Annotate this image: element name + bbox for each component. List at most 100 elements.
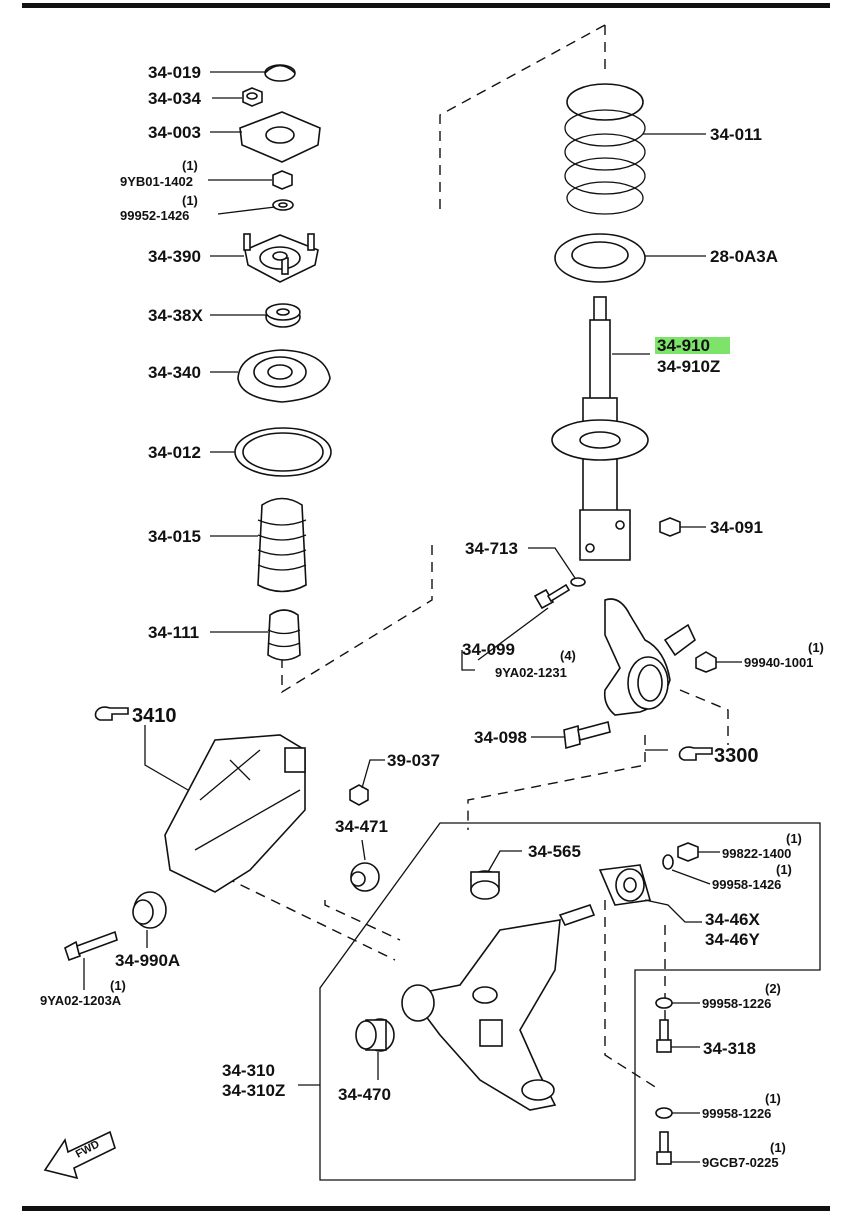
bolt-9ya02-1203	[64, 930, 118, 962]
subframe-3410	[164, 734, 306, 893]
leaders-lower-left	[298, 1052, 379, 1086]
label-34-340[interactable]: 34-340	[148, 363, 201, 382]
label-99952-1426[interactable]: 99952-1426	[120, 208, 189, 223]
boot-34-015	[257, 497, 307, 593]
cap-34-019	[264, 64, 296, 82]
top-border	[22, 3, 830, 8]
plate-34-003	[239, 111, 321, 163]
label-34-111[interactable]: 34-111	[148, 623, 199, 642]
qty-99958-1226-a: (2)	[765, 981, 781, 996]
qty-9ya02-1203: (1)	[110, 978, 126, 993]
bolt-34-318	[656, 1019, 672, 1053]
label-9ya02-1231[interactable]: 9YA02-1231	[495, 665, 567, 680]
label-99958-1226-a[interactable]: 99958-1226	[702, 996, 771, 1011]
label-34-310[interactable]: 34-310	[222, 1061, 275, 1080]
leaders-right-top	[461, 133, 742, 751]
label-9yb01-1402[interactable]: 9YB01-1402	[120, 174, 193, 189]
bushing-34-470	[355, 1018, 395, 1052]
bushing-34-471	[350, 862, 380, 892]
label-99958-1226-b[interactable]: 99958-1226	[702, 1106, 771, 1121]
label-34-091[interactable]: 34-091	[710, 518, 763, 537]
washer-34-713	[570, 577, 586, 587]
bumper-34-111	[267, 609, 301, 661]
label-34-46y[interactable]: 34-46Y	[705, 930, 760, 949]
bolt-34-098	[563, 721, 611, 750]
nut-99940	[695, 651, 717, 673]
bushing-34-565	[470, 870, 500, 900]
dash-3300	[679, 689, 729, 745]
knuckle	[603, 598, 696, 716]
nut-34-091	[659, 517, 681, 537]
nut-39-037	[349, 784, 369, 806]
label-34-099[interactable]: 34-099	[462, 640, 515, 659]
label-34-46x[interactable]: 34-46X	[705, 910, 760, 929]
qty-99958-1226-b: (1)	[765, 1091, 781, 1106]
dash-knuckle	[467, 735, 646, 830]
dash-top-right	[439, 24, 606, 210]
label-34-990a[interactable]: 34-990A	[115, 951, 180, 970]
label-3410[interactable]: 3410	[132, 705, 177, 727]
leaders-lower-right	[83, 851, 720, 1163]
nut-99822	[677, 842, 699, 862]
label-34-910[interactable]: 34-910	[657, 336, 710, 355]
pointing-hand-icon-3300	[678, 746, 713, 761]
label-9ya02-1203a[interactable]: 9YA02-1203A	[40, 993, 122, 1008]
leader-3410	[144, 725, 189, 791]
label-34-098[interactable]: 34-098	[474, 728, 527, 747]
label-34-318[interactable]: 34-318	[703, 1039, 756, 1058]
highlight-34-910	[655, 337, 730, 354]
label-99940-1001[interactable]: 99940-1001	[744, 655, 813, 670]
qty-9yb01: (1)	[182, 158, 198, 173]
bearing-34-38x	[265, 303, 301, 328]
dash-bolts	[604, 900, 666, 1091]
label-34-565[interactable]: 34-565	[528, 842, 581, 861]
qty-9ya02-1231: (4)	[560, 648, 576, 663]
fwd-arrow-icon	[43, 1130, 116, 1180]
washer-99952	[272, 199, 294, 211]
spring-34-011	[564, 83, 646, 215]
label-34-390[interactable]: 34-390	[148, 247, 201, 266]
label-34-470[interactable]: 34-470	[338, 1085, 391, 1104]
label-34-471[interactable]: 34-471	[335, 817, 388, 836]
bottom-border	[22, 1206, 830, 1211]
seat-34-340	[237, 349, 331, 403]
washer-99958-1226-a	[655, 997, 673, 1009]
dash-subframe	[209, 869, 401, 961]
nut-9yb01	[272, 170, 293, 190]
label-34-012[interactable]: 34-012	[148, 443, 201, 462]
qty-99940: (1)	[808, 640, 824, 655]
bushing-34-990a	[132, 891, 167, 929]
label-3300[interactable]: 3300	[714, 745, 759, 767]
label-34-910z[interactable]: 34-910Z	[657, 357, 720, 376]
label-99958-1426[interactable]: 99958-1426	[712, 877, 781, 892]
qty-99952: (1)	[182, 193, 198, 208]
bushing-34-46x	[598, 864, 652, 906]
label-28-0a3a[interactable]: 28-0A3A	[710, 247, 778, 266]
label-9gcb7-0225[interactable]: 9GCB7-0225	[702, 1155, 779, 1170]
label-99822-1400[interactable]: 99822-1400	[722, 846, 791, 861]
label-34-713[interactable]: 34-713	[465, 539, 518, 558]
bolt-9gcb7	[656, 1131, 672, 1165]
lower-arm-34-310	[401, 904, 596, 1111]
label-34-034[interactable]: 34-034	[148, 89, 201, 108]
lower-arm-box	[319, 822, 821, 1181]
label-39-037[interactable]: 39-037	[387, 751, 440, 770]
qty-99822: (1)	[786, 831, 802, 846]
leaders-left	[208, 71, 276, 633]
label-34-015[interactable]: 34-015	[148, 527, 201, 546]
ring-34-012	[234, 427, 332, 477]
washer-99958-1226-b	[655, 1107, 673, 1119]
label-34-011[interactable]: 34-011	[710, 125, 762, 144]
label-34-310z[interactable]: 34-310Z	[222, 1081, 285, 1100]
label-34-003[interactable]: 34-003	[148, 123, 201, 142]
strut-34-910	[551, 296, 649, 561]
seat-28-0a3a	[554, 233, 646, 283]
washer-99958-1426	[662, 854, 674, 870]
label-34-38x[interactable]: 34-38X	[148, 306, 203, 325]
bolt-34-099	[533, 583, 571, 610]
leaders-middle	[361, 759, 522, 873]
dash-lower-left	[281, 545, 433, 694]
label-34-019[interactable]: 34-019	[148, 63, 201, 82]
mount-34-390	[243, 233, 319, 283]
